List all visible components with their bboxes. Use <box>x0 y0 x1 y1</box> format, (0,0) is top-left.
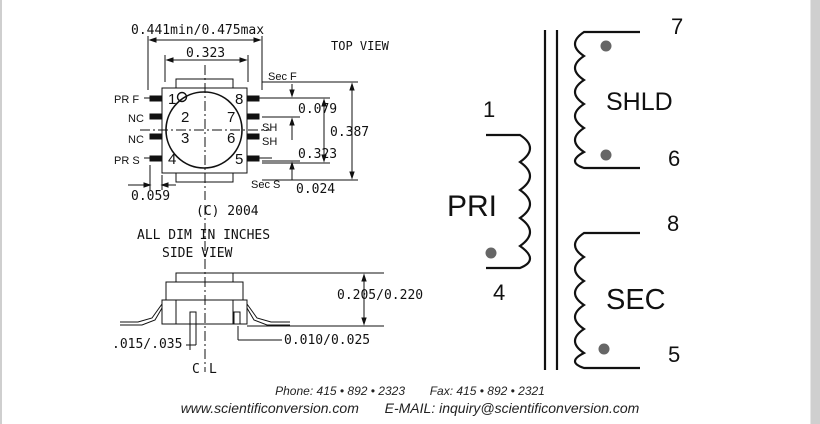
copyright-note: (C) 2004 <box>196 204 259 219</box>
secondary-polarity-dot <box>598 343 610 355</box>
pin-number-3: 3 <box>181 130 189 147</box>
phone-label: Phone: <box>275 384 314 398</box>
dim-side-height: 0.205/0.220 <box>337 288 423 303</box>
shield-label: SHLD <box>606 88 673 116</box>
shield-polarity-dot <box>600 40 612 52</box>
side-view-title: SIDE VIEW <box>162 246 233 261</box>
transformer-schematic <box>486 30 640 370</box>
label-nc-1: NC <box>128 113 144 125</box>
secondary-pin-bottom: 5 <box>668 342 680 367</box>
viewer-right-edge-line <box>810 0 811 424</box>
pin-number-1: 1 <box>168 91 176 108</box>
secondary-winding <box>573 231 640 370</box>
primary-pin-top: 1 <box>483 97 495 122</box>
shield-winding <box>573 30 640 170</box>
dim-lead: 0.024 <box>296 182 335 197</box>
top-view-title: TOP VIEW <box>331 39 390 53</box>
dim-body-width: 0.323 <box>186 46 225 61</box>
pin-number-2: 2 <box>181 109 189 126</box>
viewer-left-edge <box>0 0 2 424</box>
primary-winding <box>486 133 532 270</box>
pin-number-5: 5 <box>235 151 243 168</box>
dim-standoff: .015/.035 <box>112 337 182 352</box>
dim-body-height: 0.323 <box>298 147 337 162</box>
label-sh-2: SH <box>262 136 277 148</box>
dim-overall-width: 0.441min/0.475max <box>131 23 264 38</box>
label-nc-2: NC <box>128 134 144 146</box>
phone-number: 415 • 892 • 2323 <box>316 384 405 398</box>
pin-number-6: 6 <box>227 130 235 147</box>
viewer-scrollbar-track[interactable] <box>811 0 820 424</box>
primary-pin-bottom: 4 <box>493 280 505 305</box>
secondary-pin-top: 8 <box>667 211 679 236</box>
label-sec-s: Sec S <box>251 179 280 191</box>
label-sec-f: Sec F <box>268 71 297 83</box>
shield-pin-top: 7 <box>671 14 683 39</box>
fax-label: Fax: <box>429 384 454 398</box>
dim-height: 0.387 <box>330 125 369 140</box>
primary-polarity-dot <box>485 247 497 259</box>
pin-number-4: 4 <box>168 151 176 168</box>
secondary-label: SEC <box>606 284 666 316</box>
shield-end-dot <box>600 149 612 161</box>
email-link[interactable]: inquiry@scientificonversion.com <box>439 400 640 416</box>
dim-lead-thickness: 0.010/0.025 <box>284 333 370 348</box>
pin-number-7: 7 <box>227 109 235 126</box>
primary-label: PRI <box>447 190 497 223</box>
centerline-c: C <box>192 362 200 377</box>
fax-number: 415 • 892 • 2321 <box>456 384 545 398</box>
label-sh-1: SH <box>262 122 277 134</box>
dim-pin-offset: 0.059 <box>131 189 170 204</box>
pin-number-8: 8 <box>235 91 243 108</box>
email-label: E-MAIL: <box>384 400 436 416</box>
footer-contact-web: www.scientificonversion.com E-MAIL: inqu… <box>0 400 820 416</box>
dim-pin-spacing: 0.079 <box>298 102 337 117</box>
units-note: ALL DIM IN INCHES <box>137 228 270 243</box>
shield-pin-bottom: 6 <box>668 146 680 171</box>
top-view-drawing <box>128 36 358 200</box>
label-pr-s: PR S <box>114 155 140 167</box>
centerline-l: L <box>209 362 217 377</box>
footer-contact-phone: Phone: 415 • 892 • 2323 Fax: 415 • 892 •… <box>0 384 820 398</box>
side-view-drawing <box>120 205 384 372</box>
label-pr-f: PR F <box>114 94 139 106</box>
website-link[interactable]: www.scientificonversion.com <box>180 400 359 416</box>
